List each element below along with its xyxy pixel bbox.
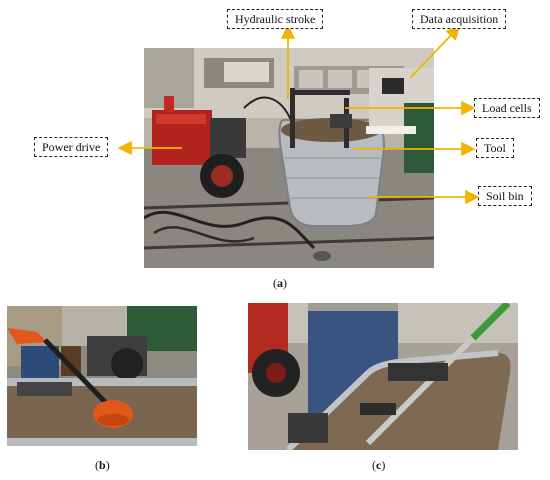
photo-tool-in-bin [248,303,518,450]
label-soil-bin: Soil bin [478,186,532,206]
label-tool: Tool [476,138,514,158]
photo-soil-bin-setup [144,48,434,268]
label-data-acquisition: Data acquisition [412,9,507,29]
photo-handheld-tool [7,306,197,446]
label-hydraulic-stroke: Hydraulic stroke [227,9,324,29]
label-power-drive: Power drive [34,137,109,157]
caption-b-letter: b [99,458,106,472]
caption-c: (c) [372,458,386,472]
caption-a-letter: a [277,276,283,290]
caption-a: (a) [273,276,287,290]
caption-c-letter: c [376,458,382,472]
label-load-cells: Load cells [474,98,540,118]
caption-b: (b) [95,458,110,472]
